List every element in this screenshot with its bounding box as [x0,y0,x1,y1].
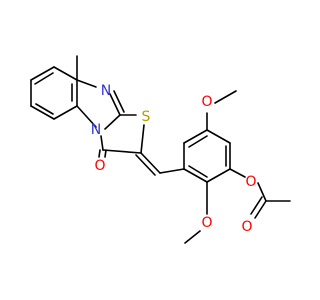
ester-oxygen-atom: O [245,174,256,190]
bond [183,129,208,144]
bond [104,149,107,158]
methoxy-oxygen-atom: O [201,215,212,231]
bond [35,103,54,115]
bond [214,90,237,104]
molecule-structure: N N S O O O O O [30,55,291,244]
bonds [30,55,291,244]
bond [76,105,97,128]
bond [53,105,78,120]
nitrogen-atom: N [101,83,111,99]
bond [135,154,156,176]
bond [113,90,125,113]
acetyl-oxygen-atom: O [241,219,252,235]
sulfur-atom: S [142,109,151,125]
bond [188,135,208,148]
carbonyl-oxygen-atom: O [94,158,105,174]
bond [102,149,142,154]
bond [140,152,161,174]
bond [98,149,101,158]
bond [100,135,104,151]
bond [159,168,185,174]
bond [206,129,231,144]
bond [250,196,263,215]
nitrogen-atom: N [91,122,101,138]
bond [254,200,267,219]
bond [104,114,121,130]
bond [109,93,121,116]
atom-labels: N N S O O O O O [91,83,257,235]
bond [53,66,78,81]
bond [30,105,55,120]
bond [229,168,246,178]
methoxy-oxygen-atom: O [201,94,212,110]
bond [34,72,54,85]
bond [30,66,55,81]
bond [76,79,97,88]
bond [140,124,145,154]
bond [188,165,208,178]
bond [206,168,231,183]
bond [257,182,267,202]
bond [184,230,201,244]
molecule-canvas: N N S O O O O O [30,55,291,244]
bond [183,168,208,183]
